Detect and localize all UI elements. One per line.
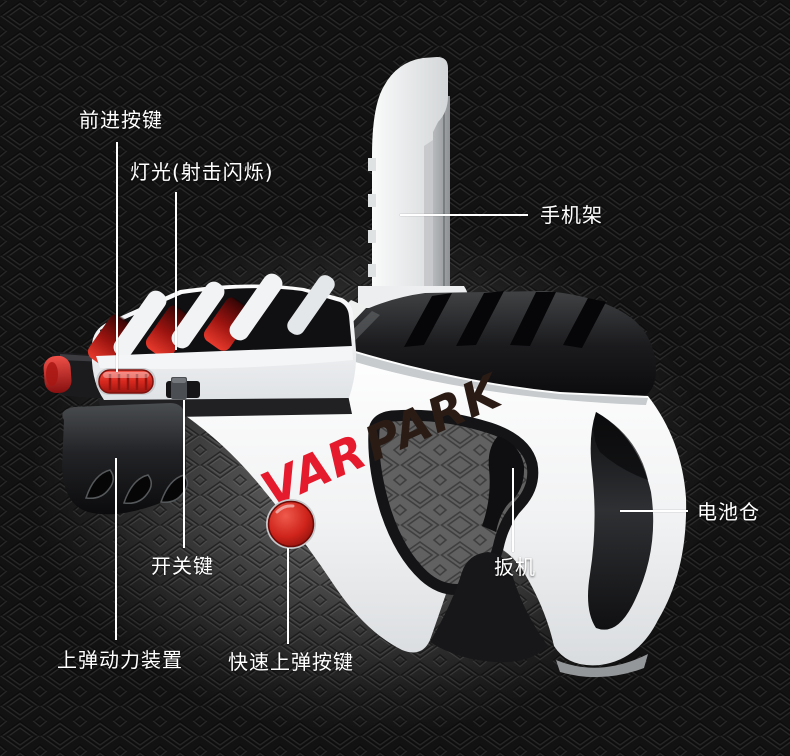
label-power-switch: 开关键 [151, 554, 214, 578]
front-block [87, 273, 357, 400]
power-switch [166, 377, 200, 399]
label-phone-holder: 手机架 [540, 203, 603, 227]
callout-line-forward-button [116, 142, 118, 372]
callout-line-battery [620, 510, 688, 512]
callout-line-quick-load [287, 548, 289, 644]
forward-button [96, 368, 156, 395]
foregrip-loading-device [62, 403, 188, 515]
rear-cover-slats [404, 291, 606, 348]
callout-line-trigger [512, 468, 514, 552]
callout-line-power-switch [183, 400, 185, 548]
light-slots [87, 297, 253, 368]
label-loading-device: 上弹动力装置 [57, 648, 183, 672]
quick-load-button [266, 499, 316, 549]
underside-wedge [430, 552, 548, 663]
holder-ratchet-notches [368, 158, 376, 277]
label-trigger: 扳机 [494, 555, 536, 579]
label-battery: 电池仓 [697, 500, 760, 524]
callout-line-loading-device [115, 458, 117, 640]
callout-line-phone-holder [400, 214, 528, 216]
label-forward-button: 前进按键 [79, 108, 163, 132]
phone-holder [358, 57, 468, 308]
battery-compartment [556, 412, 654, 678]
foregrip-notches [85, 469, 188, 505]
trigger-guard [368, 409, 539, 595]
trigger [482, 436, 525, 532]
front-block-ribs [113, 273, 335, 358]
label-quick-load: 快速上弹按键 [228, 650, 354, 674]
label-light: 灯光(射击闪烁) [130, 160, 274, 184]
callout-line-light [175, 192, 177, 350]
